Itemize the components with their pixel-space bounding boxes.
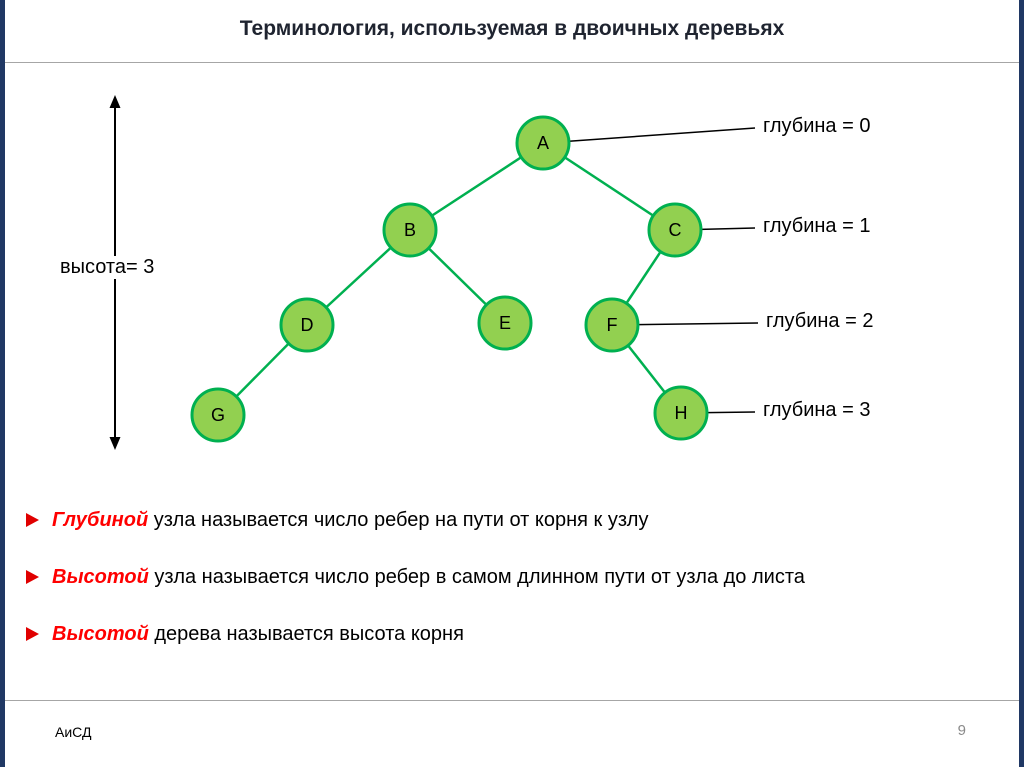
tree-node-G: G (190, 387, 246, 443)
depth-leader-line-1 (700, 227, 756, 231)
tree-node-circle-B (382, 202, 438, 258)
tree-node-circle-E (477, 295, 533, 351)
slide-border-left (0, 0, 5, 767)
slide-border-right (1019, 0, 1024, 767)
bullet-item-tree-height: Высотой дерева называется высота корня (24, 620, 996, 648)
tree-node-circle-G (190, 387, 246, 443)
footer-divider (5, 700, 1019, 701)
tree-node-label-B: B (404, 220, 416, 240)
depth-leader-line-0 (568, 127, 756, 142)
bullet-body: узла называется число ребер на пути от к… (148, 509, 649, 531)
tree-node-D: D (279, 297, 335, 353)
title-divider (5, 62, 1019, 63)
tree-node-label-G: G (211, 405, 225, 425)
slide-title: Терминология, используемая в двоичных де… (239, 17, 785, 40)
tree-svg: A B C D E F G H (109, 95, 759, 450)
bullet-arrow-icon (24, 620, 52, 648)
bullet-arrow-icon (24, 506, 52, 534)
depth-leader-line-2 (637, 322, 759, 326)
tree-edge-FH (611, 324, 682, 414)
tree-node-circle-H (653, 385, 709, 441)
tree-node-B: B (382, 202, 438, 258)
depth-label-0: глубина = 0 (763, 115, 871, 137)
tree-node-label-H: H (675, 403, 688, 423)
tree-node-label-F: F (607, 315, 618, 335)
tree-node-label-E: E (499, 313, 511, 333)
page-number: 9 (957, 722, 966, 739)
tree-node-label-D: D (301, 315, 314, 335)
depth-leader-line-3 (706, 411, 756, 414)
depth-label-3: глубина = 3 (763, 399, 871, 421)
bullet-body: дерева называется высота корня (148, 623, 464, 645)
tree-node-H: H (653, 385, 709, 441)
tree-edge-DG (217, 324, 308, 416)
tree-node-circle-D (279, 297, 335, 353)
tree-node-label-A: A (537, 133, 549, 153)
bullet-arrow-icon (24, 563, 52, 591)
depth-label-2: глубина = 2 (766, 310, 874, 332)
bullet-keyword: Глубиной (52, 509, 149, 531)
tree-node-A: A (515, 115, 571, 171)
bullet-list: Глубиной узла называется число ребер на … (24, 506, 996, 677)
footer-course-label: АиСД (55, 724, 92, 740)
bullet-keyword: Высотой (52, 623, 149, 645)
bullet-text-tree-height: Высотой дерева называется высота корня (52, 620, 464, 648)
tree-edge-BE (409, 229, 506, 324)
bullet-body: узла называется число ребер в самом длин… (148, 566, 805, 588)
tree-node-E: E (477, 295, 533, 351)
bullet-keyword: Высотой (52, 566, 149, 588)
tree-node-C: C (647, 202, 703, 258)
tree-node-circle-C (647, 202, 703, 258)
depth-label-1: глубина = 1 (763, 215, 871, 237)
tree-edge-CF (610, 229, 677, 326)
bullet-item-depth: Глубиной узла называется число ребер на … (24, 506, 996, 534)
arrowhead-icon (109, 95, 121, 108)
tree-node-circle-A (515, 115, 571, 171)
tree-node-circle-F (584, 297, 640, 353)
arrowhead-icon (109, 437, 121, 450)
tree-node-F: F (584, 297, 640, 353)
height-label: высота= 3 (57, 256, 158, 279)
bullet-text-depth: Глубиной узла называется число ребер на … (52, 506, 648, 534)
tree-edge-AC (542, 141, 676, 232)
bullet-item-node-height: Высотой узла называется число ребер в са… (24, 563, 996, 591)
tree-node-label-C: C (669, 220, 682, 240)
bullet-text-node-height: Высотой узла называется число ребер в са… (52, 563, 805, 591)
tree-edge-AB (409, 141, 544, 232)
tree-edge-BD (306, 229, 411, 326)
